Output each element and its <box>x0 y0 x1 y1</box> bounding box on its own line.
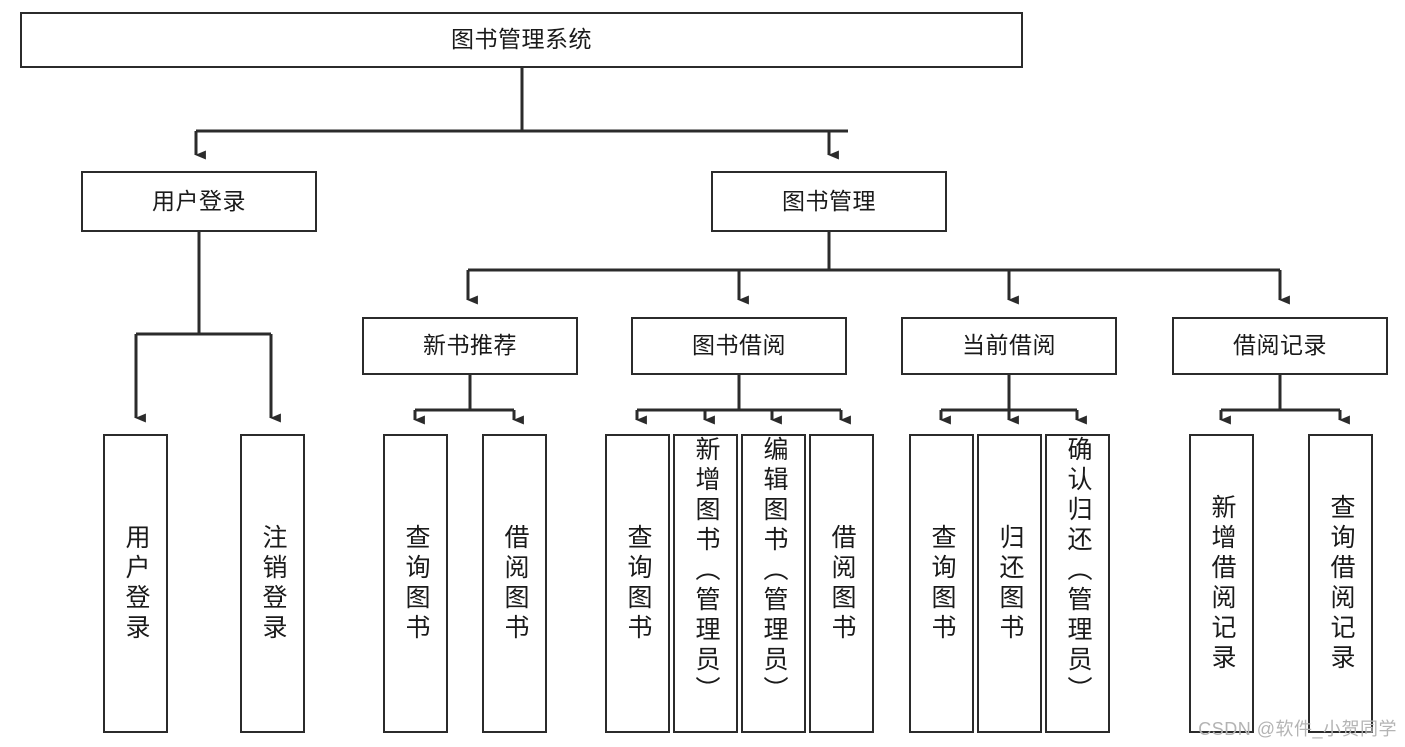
node-user-login-label: 用户登录 <box>152 187 246 214</box>
node-leaf-borrow-book-2[interactable]: 借阅图书 <box>809 434 874 733</box>
watermark: CSDN @软件_小贺同学 <box>1198 719 1397 739</box>
node-leaf-query-book-3-label: 查询图书 <box>928 523 956 644</box>
node-leaf-query-book-3[interactable]: 查询图书 <box>909 434 974 733</box>
node-leaf-confirm-return[interactable]: 确认归还（管理员） <box>1045 434 1110 733</box>
node-leaf-query-book-2[interactable]: 查询图书 <box>605 434 670 733</box>
node-leaf-add-record-label: 新增借阅记录 <box>1208 493 1236 674</box>
node-user-login[interactable]: 用户登录 <box>81 171 317 232</box>
node-root-label: 图书管理系统 <box>451 26 592 53</box>
node-leaf-user-login[interactable]: 用户登录 <box>103 434 168 733</box>
node-leaf-query-book-1[interactable]: 查询图书 <box>383 434 448 733</box>
node-borrow-record-label: 借阅记录 <box>1233 332 1327 359</box>
node-leaf-query-book-1-label: 查询图书 <box>402 523 430 644</box>
node-root[interactable]: 图书管理系统 <box>20 12 1023 68</box>
node-leaf-user-login-label: 用户登录 <box>122 523 150 644</box>
node-book-manage[interactable]: 图书管理 <box>711 171 947 232</box>
node-book-manage-label: 图书管理 <box>782 187 876 214</box>
node-leaf-edit-book[interactable]: 编辑图书（管理员） <box>741 434 806 733</box>
node-leaf-return-book[interactable]: 归还图书 <box>977 434 1042 733</box>
node-leaf-add-book[interactable]: 新增图书（管理员） <box>673 434 738 733</box>
node-leaf-user-logout[interactable]: 注销登录 <box>240 434 305 733</box>
node-borrow-record[interactable]: 借阅记录 <box>1172 317 1388 375</box>
node-leaf-borrow-book-1[interactable]: 借阅图书 <box>482 434 547 733</box>
node-leaf-query-record-label: 查询借阅记录 <box>1327 493 1355 674</box>
node-leaf-edit-book-label: 编辑图书（管理员） <box>760 436 788 706</box>
node-leaf-borrow-book-1-label: 借阅图书 <box>501 523 529 644</box>
node-leaf-query-book-2-label: 查询图书 <box>624 523 652 644</box>
node-leaf-borrow-book-2-label: 借阅图书 <box>828 523 856 644</box>
node-new-book-recommend-label: 新书推荐 <box>423 332 517 359</box>
node-leaf-user-logout-label: 注销登录 <box>259 523 287 644</box>
node-book-borrow-label: 图书借阅 <box>692 332 786 359</box>
node-current-borrow[interactable]: 当前借阅 <box>901 317 1117 375</box>
node-leaf-query-record[interactable]: 查询借阅记录 <box>1308 434 1373 733</box>
node-leaf-confirm-return-label: 确认归还（管理员） <box>1064 436 1092 706</box>
node-current-borrow-label: 当前借阅 <box>962 332 1056 359</box>
node-leaf-add-record[interactable]: 新增借阅记录 <box>1189 434 1254 733</box>
node-book-borrow[interactable]: 图书借阅 <box>631 317 847 375</box>
node-leaf-return-book-label: 归还图书 <box>996 523 1024 644</box>
node-new-book-recommend[interactable]: 新书推荐 <box>362 317 578 375</box>
node-leaf-add-book-label: 新增图书（管理员） <box>692 436 720 706</box>
